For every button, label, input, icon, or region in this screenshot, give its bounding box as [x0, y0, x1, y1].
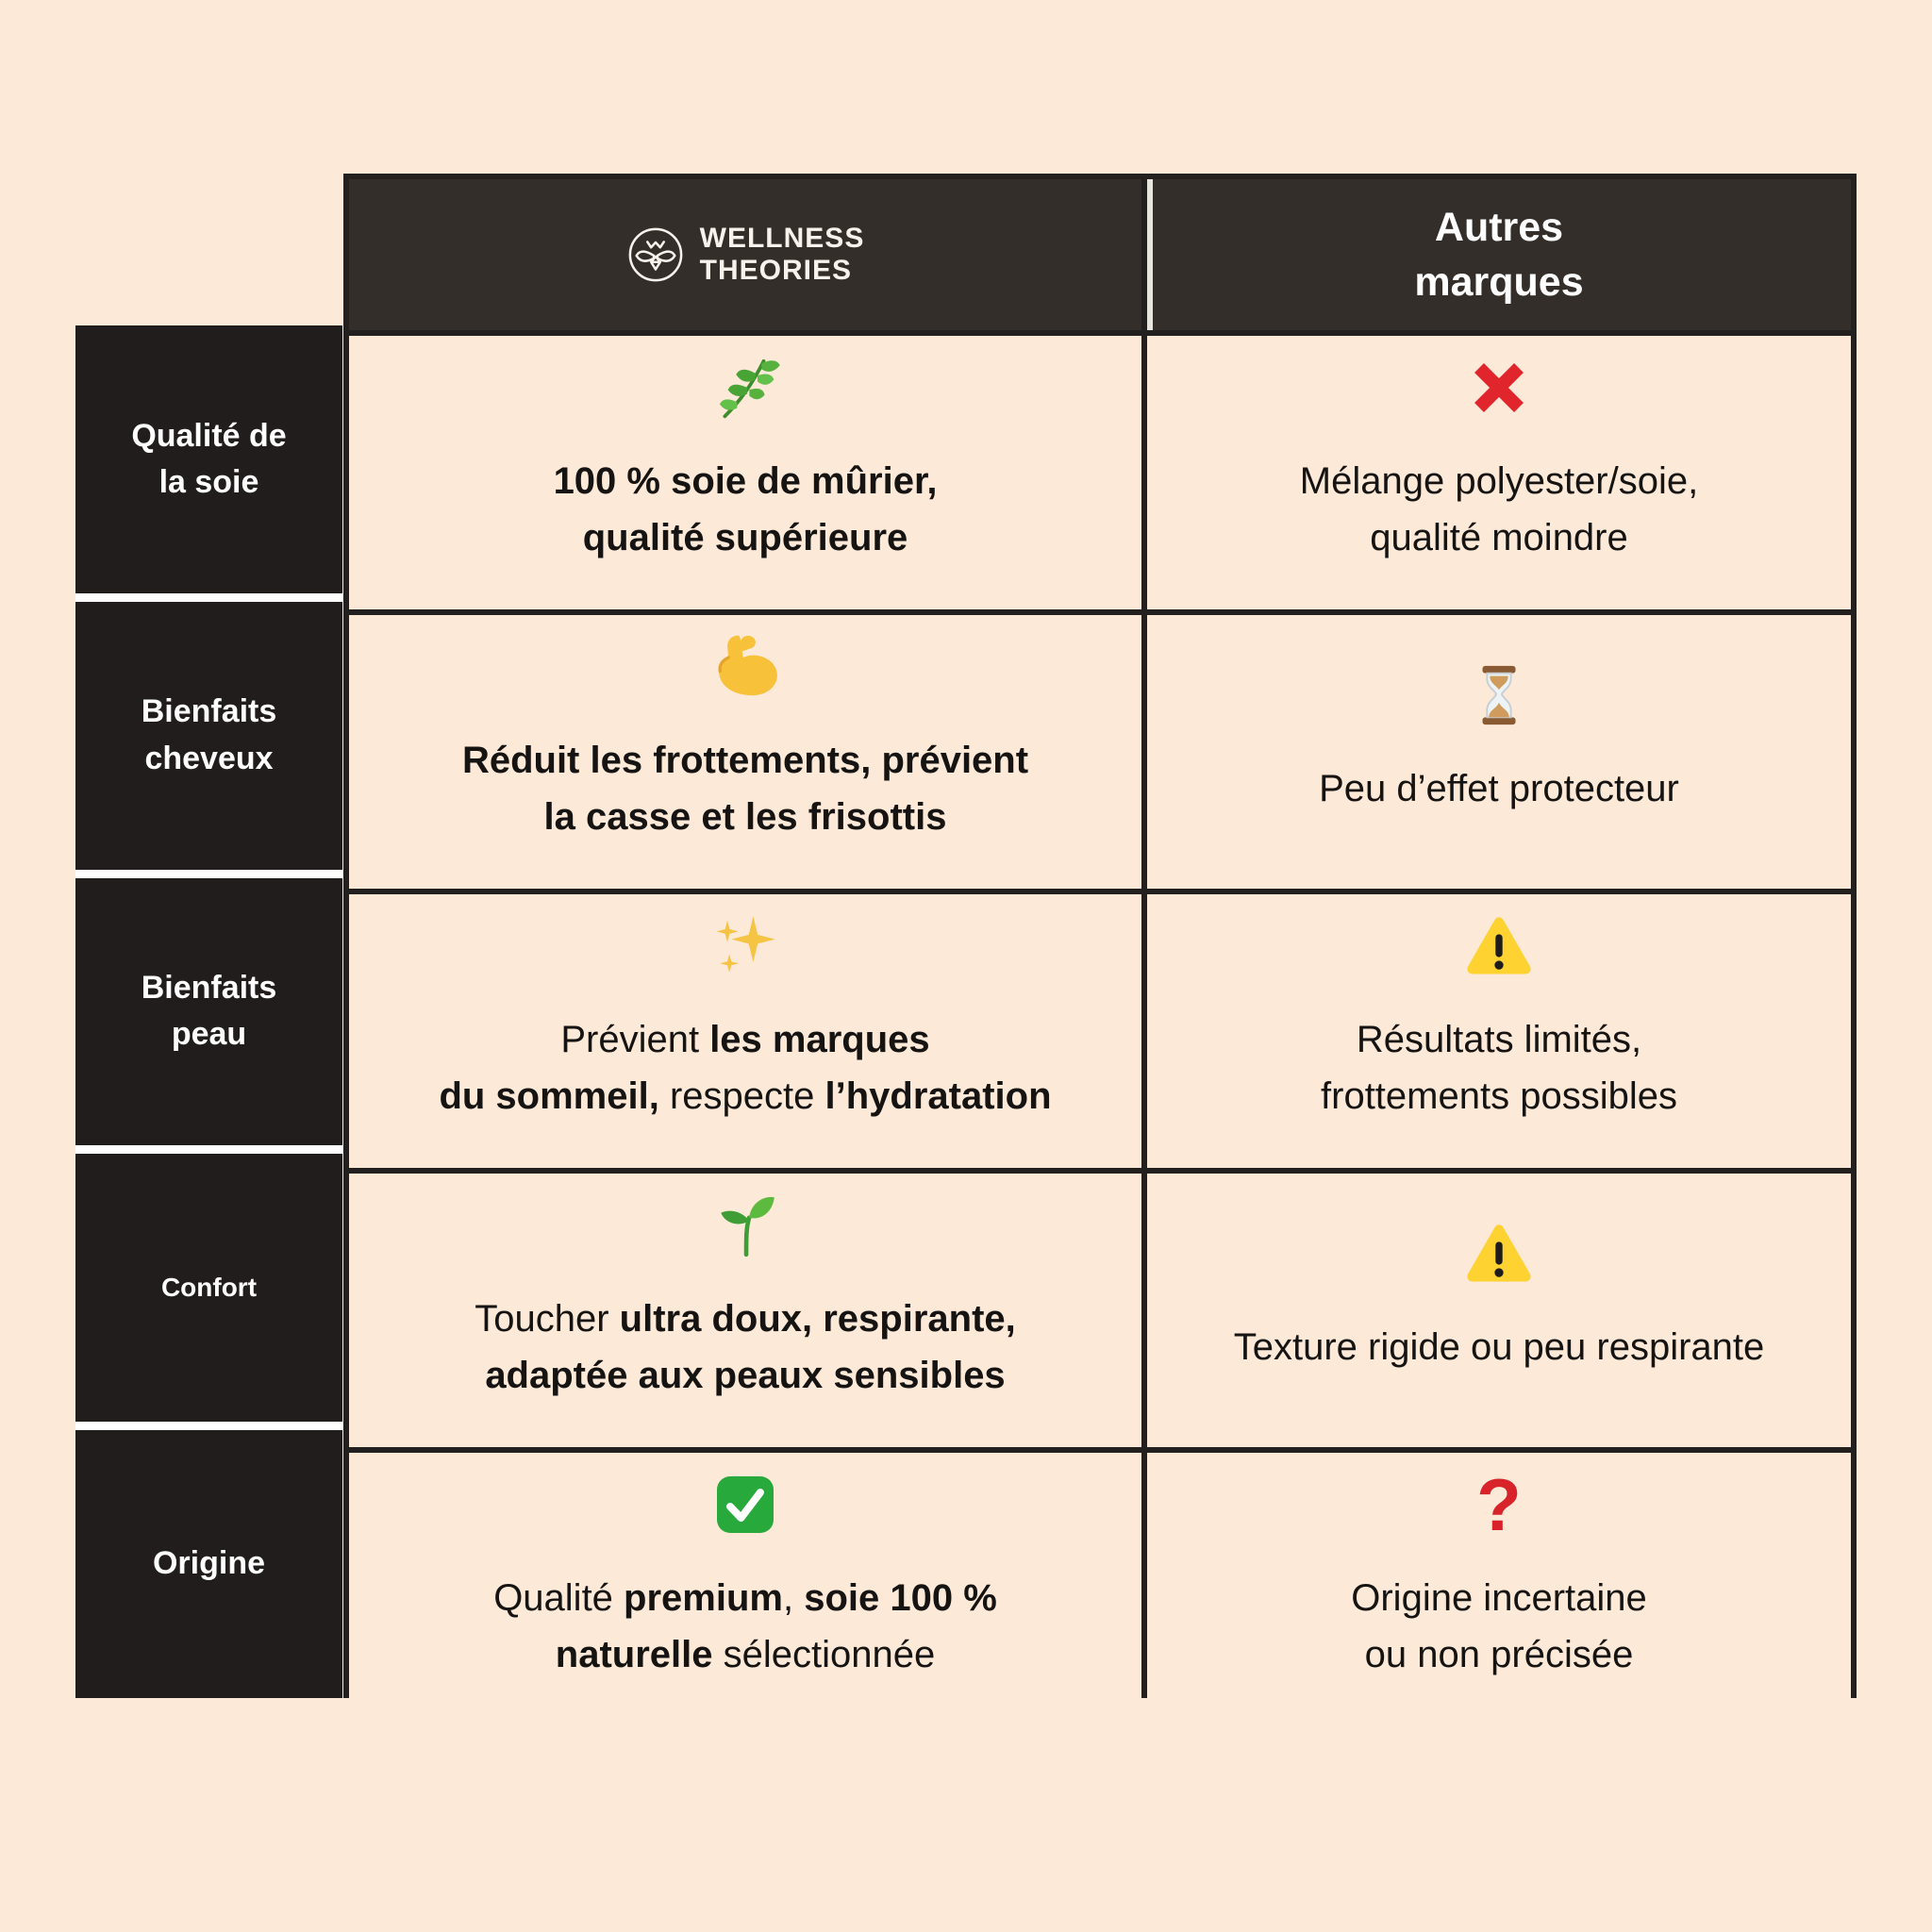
cell-text: Résultats limités, frottements possibles: [1321, 1019, 1677, 1117]
cell-text: Qualité premium, soie 100 % naturelle sé…: [493, 1577, 997, 1675]
competitor-cell: Peu d’effet protecteur: [1147, 615, 1851, 889]
row-label: Origine: [75, 1430, 342, 1698]
header-divider: [1147, 179, 1153, 330]
brand-cell: Qualité premium, soie 100 % naturelle sé…: [349, 1453, 1141, 1726]
cell-text: Texture rigide ou peu respirante: [1233, 1326, 1765, 1368]
brand-cell: Prévient les marques du sommeil, respect…: [349, 894, 1141, 1168]
cross-mark-icon: [1465, 351, 1533, 425]
warning-icon: [1463, 1217, 1535, 1291]
cell-text: Mélange polyester/soie, qualité moindre: [1299, 460, 1699, 558]
competitor-cell: ? Origine incertaine ou non précisée: [1147, 1453, 1851, 1726]
row-label: Confort: [75, 1154, 342, 1423]
question-mark-icon: ?: [1476, 1463, 1522, 1546]
comparison-grid: WELLNESS THEORIES Autres marques 100 % s…: [343, 174, 1857, 1726]
brand-cell: Réduit les frottements, prévient la cass…: [349, 615, 1141, 889]
cell-text: Réduit les frottements, prévient la cass…: [461, 740, 1029, 838]
warning-icon: [1463, 909, 1535, 983]
brand-name: WELLNESS THEORIES: [699, 223, 865, 286]
brand-cell: Toucher ultra doux, respirante, adaptée …: [349, 1174, 1141, 1447]
hourglass-icon: [1466, 658, 1532, 732]
cell-text: Prévient les marques du sommeil, respect…: [439, 1019, 1052, 1117]
competitor-cell: Résultats limités, frottements possibles: [1147, 894, 1851, 1168]
competitor-cell: Texture rigide ou peu respirante: [1147, 1174, 1851, 1447]
herb-icon: [708, 351, 782, 425]
bee-logo-icon: [626, 225, 685, 284]
row-label: Bienfaits peau: [75, 877, 342, 1146]
flexed-biceps-icon: [708, 630, 783, 704]
brand-lockup: WELLNESS THEORIES: [626, 223, 865, 286]
sparkles-icon: [709, 909, 781, 983]
header-brand: WELLNESS THEORIES: [349, 179, 1141, 330]
cell-text: Origine incertaine ou non précisée: [1351, 1577, 1647, 1675]
cell-text: Toucher ultra doux, respirante, adaptée …: [475, 1298, 1016, 1396]
cell-text: Peu d’effet protecteur: [1319, 768, 1679, 809]
brand-cell: 100 % soie de mûrier, qualité supérieure: [349, 336, 1141, 609]
cell-text: 100 % soie de mûrier, qualité supérieure: [553, 460, 938, 558]
competitor-title: Autres marques: [1414, 204, 1584, 305]
seedling-icon: [710, 1189, 780, 1262]
header-competitor: Autres marques: [1147, 179, 1851, 330]
row-label: Qualité de la soie: [75, 325, 342, 593]
competitor-cell: Mélange polyester/soie, qualité moindre: [1147, 336, 1851, 609]
check-mark-icon: [711, 1468, 779, 1541]
row-label: Bienfaits cheveux: [75, 601, 342, 870]
